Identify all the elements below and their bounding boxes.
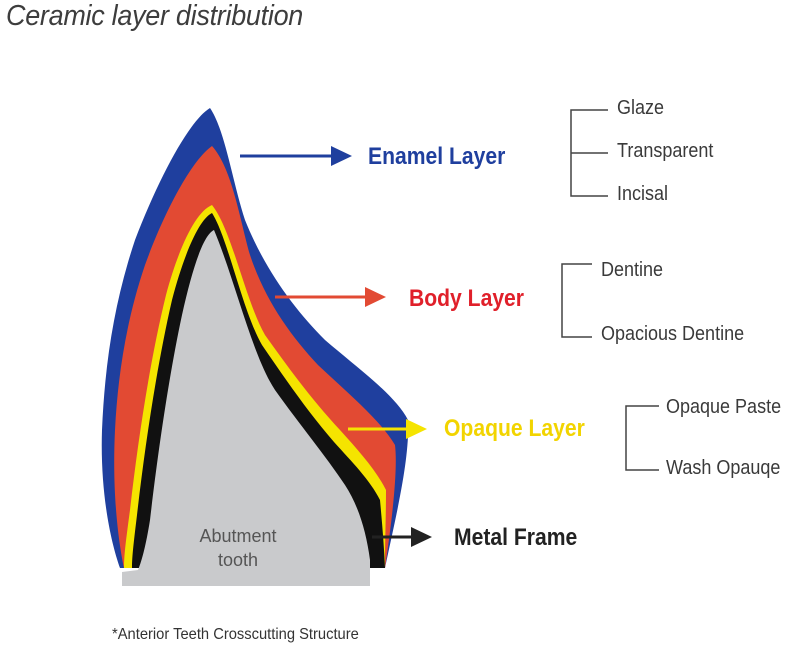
base-cut-line (120, 586, 372, 590)
enamel-layer-label: Enamel Layer (368, 143, 506, 170)
enamel-item-transparent: Transparent (617, 140, 714, 162)
abutment-tooth-shape (122, 230, 370, 590)
abutment-label-line2: tooth (217, 550, 259, 570)
opaque-layer-label: Opaque Layer (444, 415, 585, 442)
opaque-bracket (625, 405, 659, 471)
diagram-title: Ceramic layer distribution (6, 0, 304, 32)
opaque-arrow (348, 419, 427, 439)
body-arrow (275, 287, 386, 307)
enamel-item-incisal: Incisal (617, 183, 669, 205)
abutment-tooth-label: Abutment tooth (178, 524, 298, 572)
opaque-item-paste: Opaque Paste (666, 396, 782, 418)
body-item-opacious-dentine: Opacious Dentine (601, 323, 745, 345)
body-bracket (561, 263, 592, 338)
body-item-dentine: Dentine (601, 259, 664, 281)
body-layer-label: Body Layer (409, 285, 525, 312)
footnote: *Anterior Teeth Crosscutting Structure (112, 626, 359, 643)
enamel-arrow (240, 146, 352, 166)
metal-frame-label: Metal Frame (454, 524, 578, 551)
enamel-item-glaze: Glaze (617, 97, 665, 119)
opaque-item-wash: Wash Opauqe (666, 457, 781, 479)
abutment-label-line1: Abutment (199, 526, 277, 546)
metal-arrow (372, 527, 432, 547)
enamel-bracket (570, 109, 608, 197)
